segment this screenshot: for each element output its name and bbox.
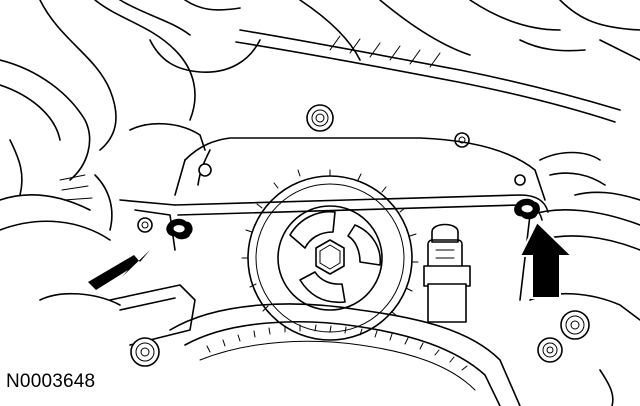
upper-bolt <box>306 104 334 132</box>
left-seal-joint <box>166 218 193 240</box>
lower-right-bolt-1 <box>560 310 590 340</box>
figure-id-label: N0003648 <box>6 371 96 392</box>
left-housing <box>94 174 176 251</box>
cam-position-sensor <box>423 223 471 323</box>
camshaft-sprocket <box>241 169 419 341</box>
arrow-icon <box>518 220 575 299</box>
right-housing <box>519 191 640 406</box>
timing-cover <box>174 137 606 221</box>
upper-right-bolt <box>454 132 470 148</box>
arrow-icon <box>86 231 166 292</box>
valve-cover-rail <box>235 0 640 123</box>
right-seal-joint <box>514 198 540 220</box>
lower-left-bolt <box>130 337 160 367</box>
lower-right-bolt-2 <box>537 337 563 363</box>
crankshaft-area <box>39 284 521 406</box>
upper-left-housing <box>0 0 261 241</box>
